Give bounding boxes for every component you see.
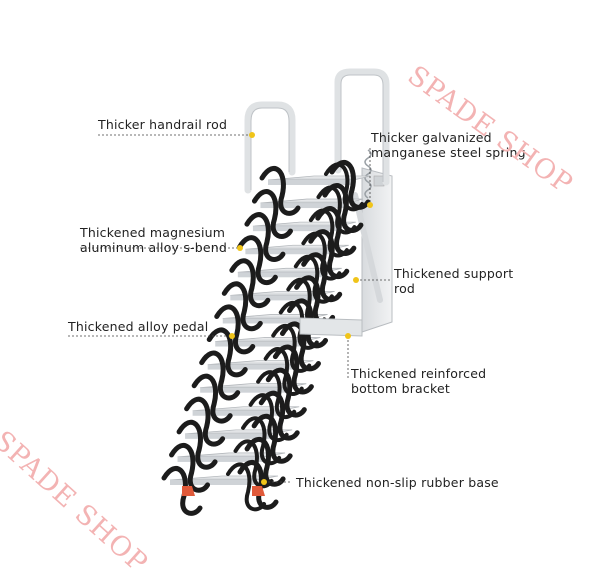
s-bend-link <box>248 393 289 443</box>
yellow-dot-icon <box>249 132 255 138</box>
ladder-steps <box>169 175 371 485</box>
s-bend-link <box>184 396 226 447</box>
callout-markers <box>229 132 373 485</box>
step-front-edge <box>245 249 332 255</box>
s-bend-link <box>199 350 241 401</box>
support-rod <box>352 192 383 303</box>
s-bend-link <box>329 160 371 210</box>
yellow-dot-icon <box>367 202 373 208</box>
step-front-edge <box>215 341 302 347</box>
label-s-bend: Thickened magnesium aluminum alloy s-ben… <box>80 225 228 255</box>
s-bend-link <box>244 212 286 262</box>
step-front-edge <box>200 387 287 393</box>
s-bend-link <box>176 419 218 470</box>
s-bend-link <box>214 304 256 355</box>
label-pedal: Thickened alloy pedal <box>68 319 209 334</box>
leader-lines <box>68 134 390 483</box>
step-front-edge <box>222 318 309 324</box>
yellow-dot-icon <box>229 333 235 339</box>
step-front-edge <box>237 272 324 278</box>
step-front-edge <box>192 410 279 416</box>
s-bend-link <box>226 462 266 512</box>
spring <box>364 149 372 199</box>
step-front-edge <box>185 433 272 439</box>
s-bend-link <box>191 373 233 424</box>
s-bend-link <box>233 439 274 489</box>
label-handrail: Thicker handrail rod <box>98 117 228 132</box>
step-front-edge <box>177 456 264 462</box>
s-bend-link <box>221 281 263 332</box>
s-bend-link <box>279 321 321 372</box>
step-front-edge <box>268 180 354 185</box>
s-bend-link <box>251 413 293 464</box>
step-front-edge <box>230 295 317 301</box>
s-bend-link <box>251 189 293 239</box>
ladder-illustration <box>68 68 393 516</box>
step-front-edge <box>252 226 339 232</box>
yellow-dot-icon <box>345 333 351 339</box>
s-bend-link <box>301 252 343 303</box>
wall-mount-plate <box>361 167 393 333</box>
s-bend-link <box>229 258 271 309</box>
s-bend-link <box>308 229 350 280</box>
s-bend-link <box>315 206 357 256</box>
step-front-edge <box>260 203 347 209</box>
step-front-edge <box>170 480 256 485</box>
s-bend-link <box>241 416 282 466</box>
s-bend-link <box>244 436 286 487</box>
handrail-rods <box>244 68 390 194</box>
bottom-bracket <box>299 317 363 337</box>
s-bend-link <box>206 327 248 378</box>
s-bend-link <box>169 442 211 493</box>
label-support-rod: Thickened support rod <box>394 266 514 296</box>
label-bracket: Thickened reinforced bottom bracket <box>351 366 487 396</box>
s-bend-link <box>236 235 278 286</box>
label-spring: Thicker galvanized manganese steel sprin… <box>371 130 526 160</box>
label-rubber-base: Thickened non-slip rubber base <box>296 475 499 490</box>
s-bend-link <box>272 344 314 395</box>
s-bend-link <box>265 367 307 418</box>
step-front-edge <box>207 364 294 370</box>
yellow-dot-icon <box>237 245 243 251</box>
yellow-dot-icon <box>353 277 359 283</box>
rubber-feet <box>182 486 265 496</box>
s-bend-link <box>258 390 300 441</box>
yellow-dot-icon <box>261 479 267 485</box>
s-bend-link <box>322 183 364 233</box>
s-bend-link <box>259 166 301 216</box>
